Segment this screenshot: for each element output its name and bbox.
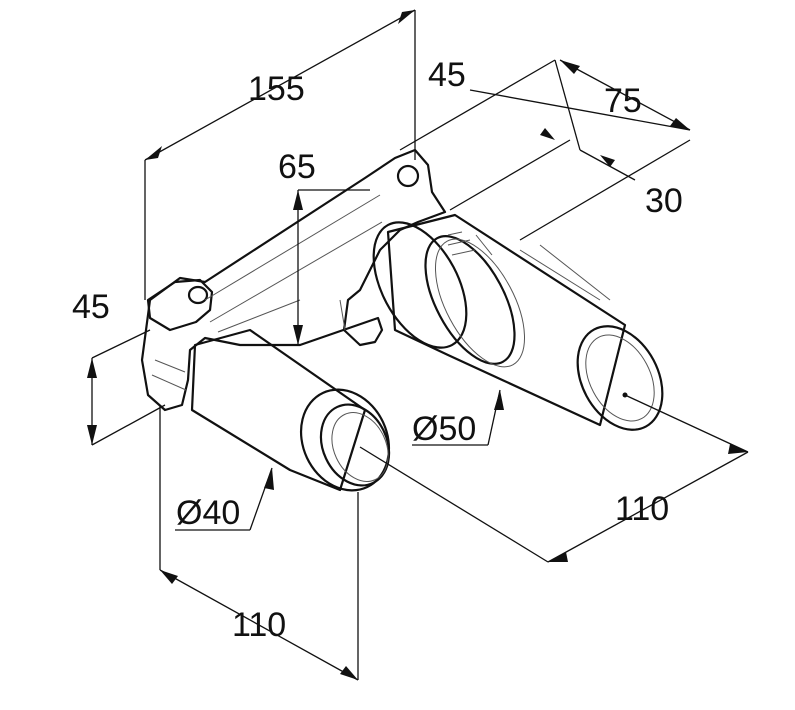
- arrow-icon: [87, 425, 97, 445]
- dimension-lines: [91, 9, 749, 681]
- left-mount-hole: [187, 285, 209, 305]
- dim-right-small: 30: [645, 182, 683, 220]
- dimension-labels: 155 65 45 45 75 30 Ø50 Ø40 110 110: [72, 56, 683, 644]
- union-nut: [299, 388, 391, 492]
- dim-left-height: 45: [72, 288, 110, 326]
- dim-top-offset: 45: [428, 56, 466, 94]
- mounting-body: [140, 148, 447, 412]
- arrow-icon: [600, 155, 615, 167]
- arrow-icon: [670, 118, 690, 130]
- dim-top-right: 75: [604, 82, 642, 120]
- outlet-end-cap: [576, 325, 664, 431]
- arrow-icon: [293, 325, 303, 345]
- arrow-icon: [494, 390, 504, 410]
- right-mount-hole: [396, 164, 420, 188]
- dim-depth-bottom: 110: [232, 606, 286, 644]
- arrow-icon: [145, 146, 162, 160]
- arrow-icon: [398, 10, 415, 24]
- small-outlet-cylinder: [190, 328, 391, 492]
- arrow-icon: [264, 468, 274, 490]
- large-outlet-cylinder: [372, 213, 664, 431]
- arrow-icon: [560, 60, 580, 74]
- arrow-icon: [293, 190, 303, 210]
- dim-outlet-diameter-large: Ø50: [412, 410, 476, 448]
- arrow-icon: [548, 552, 568, 562]
- arrow-icon: [87, 358, 97, 378]
- arrow-icon: [728, 444, 748, 454]
- dim-mount-height: 65: [278, 148, 316, 186]
- arrow-icon: [540, 128, 555, 140]
- dim-depth-right: 110: [615, 490, 669, 528]
- arrowheads: [87, 10, 748, 680]
- arrow-icon: [340, 666, 358, 680]
- dim-overall-length: 155: [248, 70, 305, 108]
- arrow-icon: [160, 570, 178, 584]
- dim-outlet-diameter-small: Ø40: [176, 494, 240, 532]
